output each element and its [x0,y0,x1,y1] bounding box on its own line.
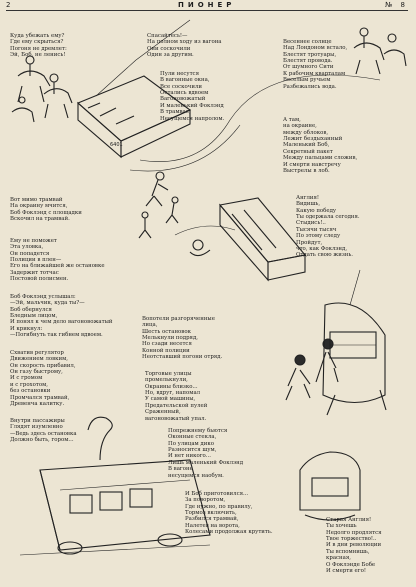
car-number-label: 6401 [110,142,123,148]
stanza-1: Куда убежать ему?Где ему скрыться?Погоня… [10,32,67,59]
mounted-police-right-illustration [353,27,407,75]
wrecked-tram-illustration [19,416,211,556]
running-figures-illustration [138,171,179,239]
page-header: 2 ПИОНЕР № 8 [0,0,416,12]
magazine-title: ПИОНЕР [178,1,236,9]
tram-chase-illustration: 6401 [11,19,407,556]
magazine-page: 2 ПИОНЕР № 8 6401 [0,0,416,574]
stanza-15: И Боб приготовился...За поворотом,Где ну… [185,490,273,536]
tram-car-front-right [322,269,387,416]
tram-front-bottom-illustration [299,451,361,521]
header-rule [6,10,408,11]
issue-number: № 8 [385,1,408,9]
stanza-9: Боб Фоклэнд услышал:—Эй, мальчик, куда т… [10,293,113,339]
tram-car-top: 6401 [76,19,192,159]
stanza-5: А там,на окраине,между облоков,Лежит без… [283,116,358,175]
tram-car-middle [218,197,307,282]
mounted-police-illustration [11,55,73,123]
page-number: 2 [6,1,14,9]
